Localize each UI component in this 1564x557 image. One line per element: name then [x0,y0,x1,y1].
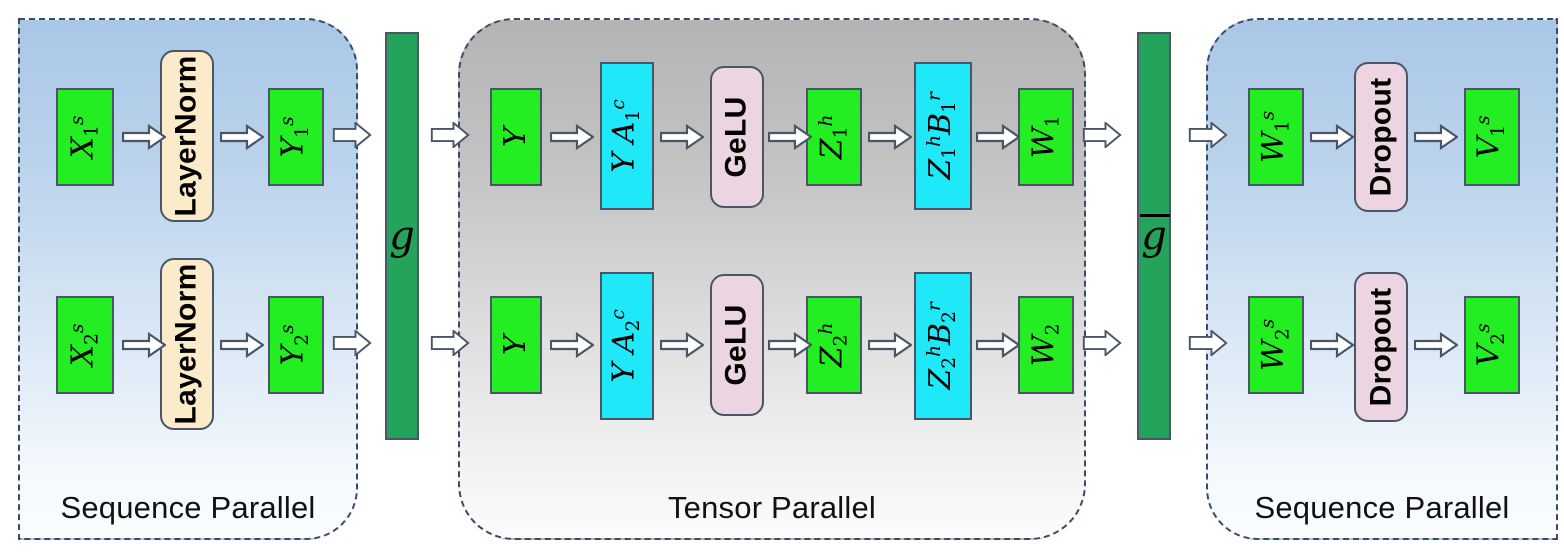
node-gelu-1-label: GeLU [720,96,753,178]
node-z2hb2r-label: Z2hB2r [923,302,961,390]
node-v1s[interactable]: V1s [1464,88,1520,186]
node-v2s[interactable]: V2s [1464,296,1520,394]
node-y1s[interactable]: Y1s [268,88,324,186]
node-z1h[interactable]: Z1h [806,88,862,186]
node-z1hb1r[interactable]: Z1hB1r [914,62,972,210]
node-w1-label: W1 [1026,115,1064,159]
arrow-dropout2-to-v2s [1414,332,1458,358]
arrow-z2hb2r-to-w2 [976,332,1020,358]
node-ya2c[interactable]: Y A2c [600,272,654,420]
node-gelu-1[interactable]: GeLU [710,66,764,208]
node-dropout-2[interactable]: Dropout [1354,272,1408,422]
arrow-g-right-to-w2s [1186,330,1230,356]
node-v1s-label: V1s [1472,115,1510,159]
arrow-x2s-to-ln2 [122,332,166,358]
node-ya2c-label: Y A2c [607,309,645,383]
node-z1hb1r-label: Z1hB1r [923,92,961,180]
node-y2-label: Y [498,335,533,355]
panel-label-sequence-parallel-left: Sequence Parallel [60,490,316,525]
node-z2h[interactable]: Z2h [806,296,862,394]
node-y2s[interactable]: Y2s [268,296,324,394]
node-y1-label: Y [498,127,533,147]
arrow-g-right-to-w1s [1186,122,1230,148]
node-v2s-label: V2s [1472,323,1510,367]
node-w2s-label: W2s [1256,318,1294,372]
arrow-y1s-to-g-left [330,122,374,148]
panel-label-sequence-parallel-right: Sequence Parallel [1254,490,1510,525]
collective-g-bar-right-label: g [1140,213,1170,259]
arrow-w2-to-g-right [1080,330,1124,356]
arrow-z1h-to-z1hb1r [868,124,912,150]
arrow-ln1-to-y1s [220,124,264,150]
arrow-w1s-to-dropout1 [1310,124,1354,150]
arrow-g-left-to-y2 [428,330,472,356]
arrow-y1-to-ya1c [550,124,594,150]
arrow-x1s-to-ln1 [122,124,166,150]
node-ya1c[interactable]: Y A1c [600,62,654,210]
collective-g-left-label: g [389,213,415,259]
node-x1s-label: X1s [65,115,103,159]
node-layernorm-1-label: LayerNorm [170,55,203,217]
node-x2s[interactable]: X2s [56,296,114,394]
node-gelu-2[interactable]: GeLU [710,274,764,416]
node-w1[interactable]: W1 [1018,88,1074,186]
arrow-y2-to-ya2c [550,332,594,358]
panel-tensor-parallel: Tensor Parallel [458,18,1086,540]
node-z1h-label: Z1h [814,114,852,160]
node-w2-label: W2 [1026,323,1064,367]
node-w2s[interactable]: W2s [1248,296,1304,394]
node-w2[interactable]: W2 [1018,296,1074,394]
panel-label-tensor-parallel: Tensor Parallel [667,490,877,525]
arrow-w1-to-g-right [1080,122,1124,148]
arrow-g-left-to-y1 [428,122,472,148]
node-dropout-2-label: Dropout [1364,287,1398,407]
node-dropout-1-label: Dropout [1364,77,1398,197]
node-w1s-label: W1s [1256,110,1294,164]
arrow-z2h-to-z2hb2r [868,332,912,358]
arrow-z1hb1r-to-w1 [976,124,1020,150]
arrow-gelu1-to-z1h [768,124,812,150]
node-x1s[interactable]: X1s [56,88,114,186]
node-y1s-label: Y1s [276,116,314,158]
arrow-ln2-to-y2s [220,332,264,358]
node-layernorm-2-label: LayerNorm [170,263,203,425]
node-y1[interactable]: Y [490,88,542,186]
collective-g-bar-right[interactable]: g [1137,32,1171,440]
node-ya1c-label: Y A1c [607,99,645,173]
node-z2hb2r[interactable]: Z2hB2r [914,272,972,420]
node-layernorm-2[interactable]: LayerNorm [160,258,214,430]
node-dropout-1[interactable]: Dropout [1354,62,1408,212]
node-layernorm-1[interactable]: LayerNorm [160,50,214,222]
arrow-gelu2-to-z2h [768,332,812,358]
node-z2h-label: Z2h [814,322,852,368]
node-w1s[interactable]: W1s [1248,88,1304,186]
arrow-dropout1-to-v1s [1414,124,1458,150]
node-gelu-2-label: GeLU [720,304,753,386]
arrow-y2s-to-g-left [330,330,374,356]
node-x2s-label: X2s [65,323,103,367]
node-y2s-label: Y2s [276,324,314,366]
arrow-ya1c-to-gelu1 [660,124,704,150]
collective-g-left[interactable]: g [385,32,419,440]
arrow-w2s-to-dropout2 [1310,332,1354,358]
node-y2[interactable]: Y [490,296,542,394]
arrow-ya2c-to-gelu2 [660,332,704,358]
